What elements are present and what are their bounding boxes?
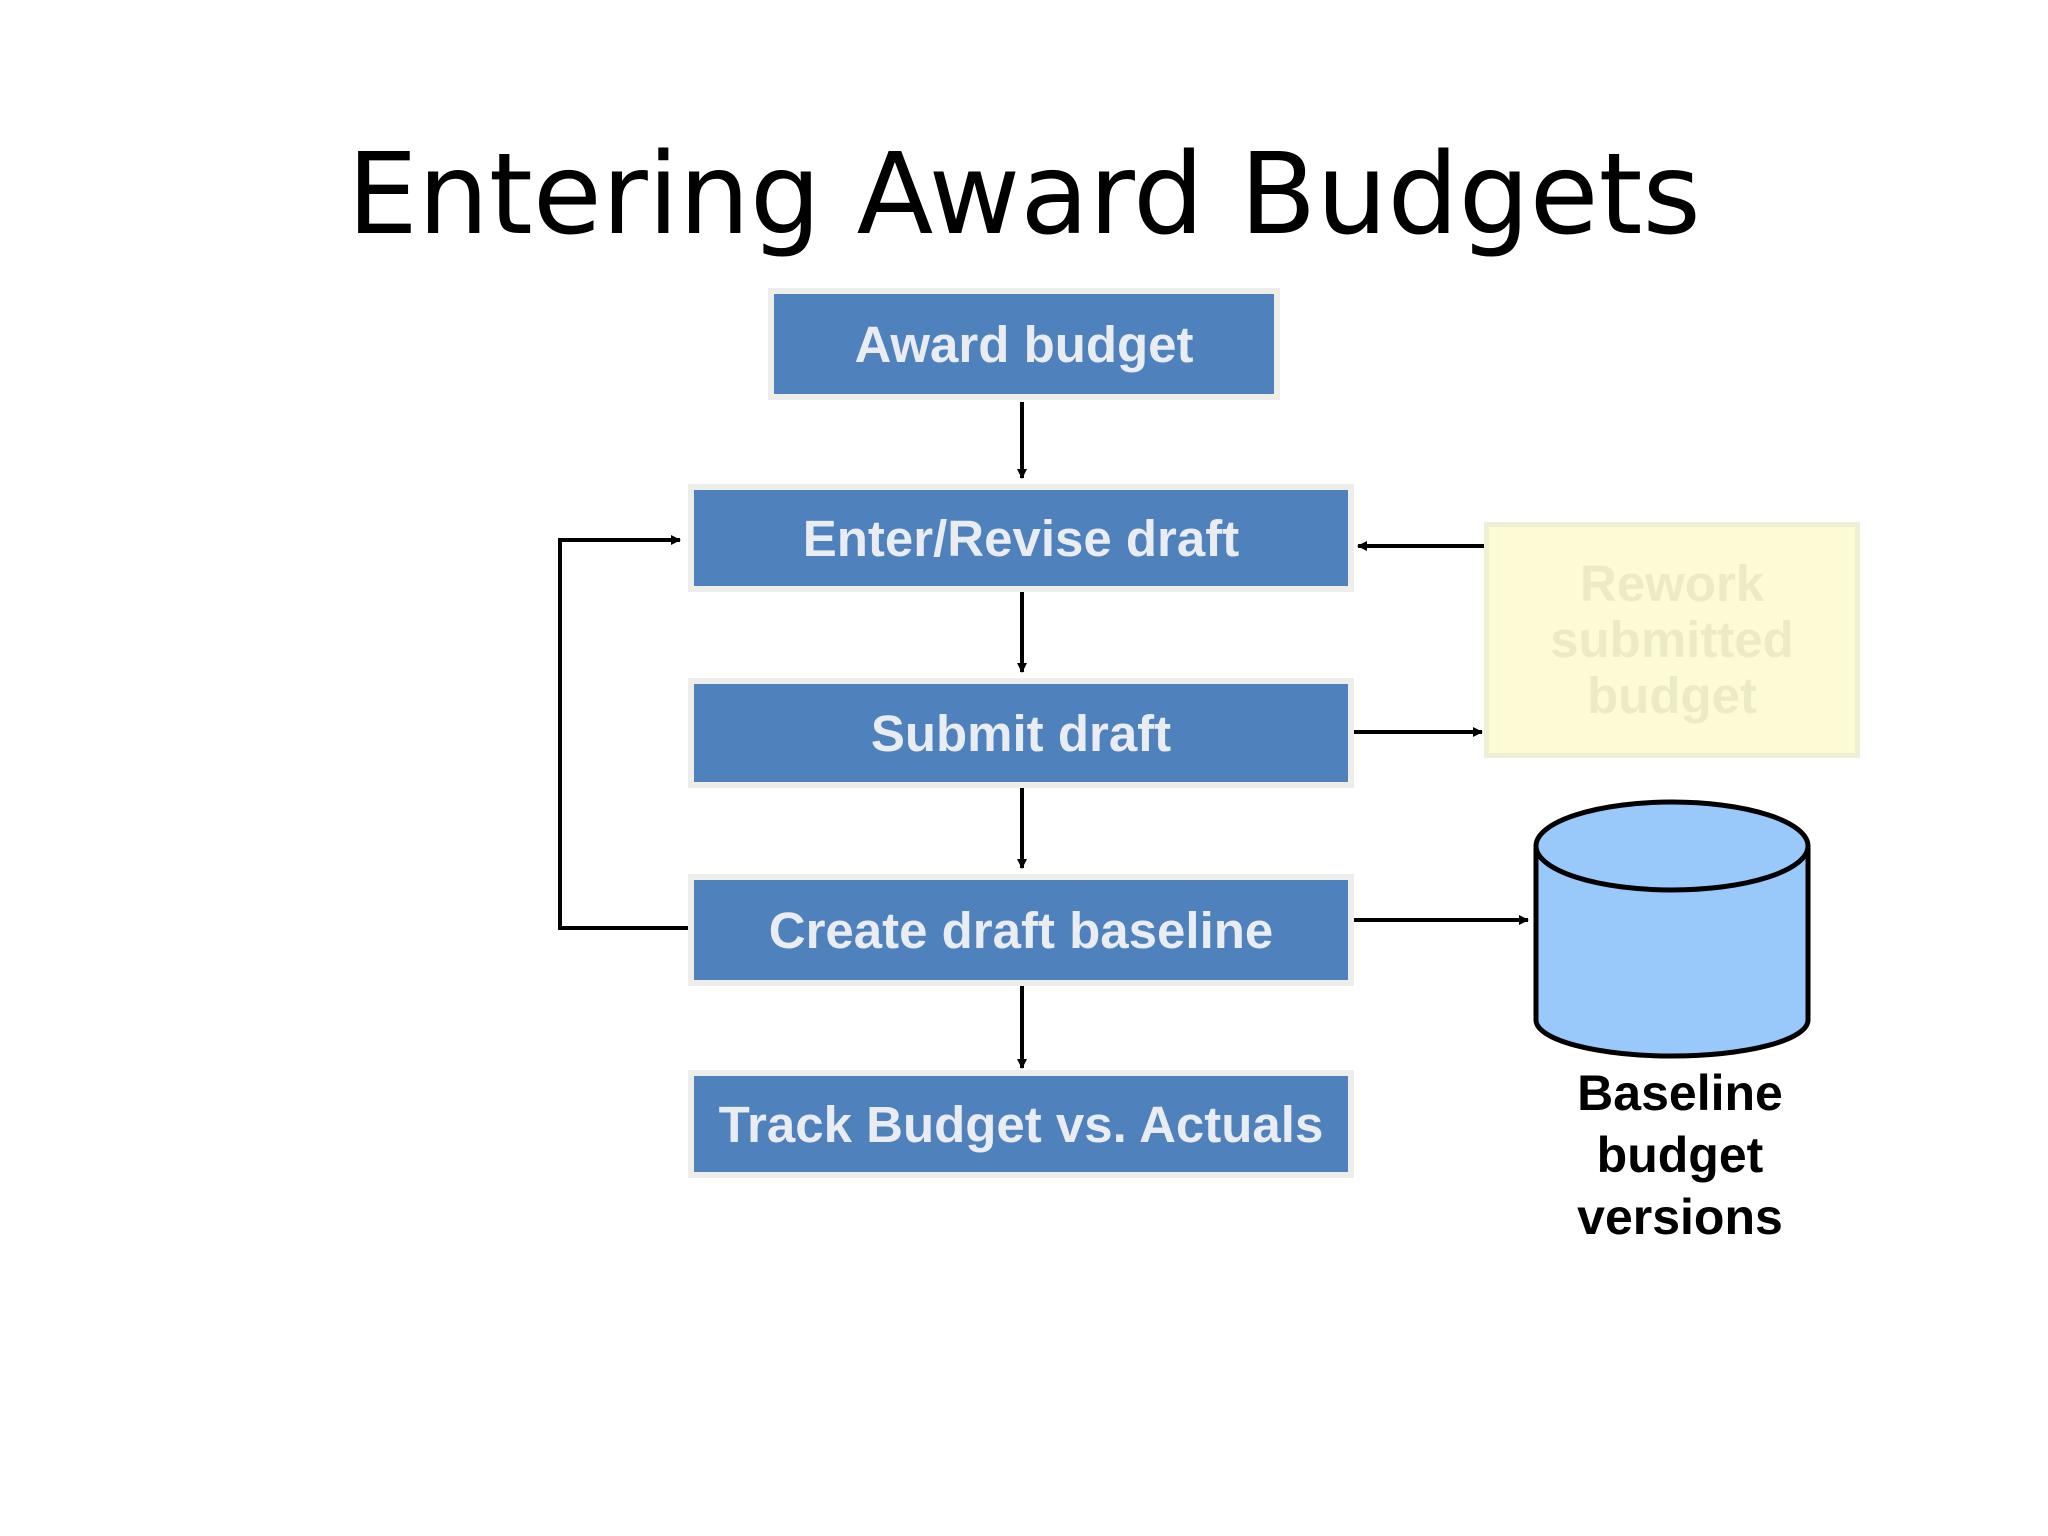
create-draft-baseline-label: Create draft baseline [768,901,1274,959]
award-budget-box: Award budget [768,288,1280,400]
award-budget-label: Award budget [854,315,1194,373]
page-title: Entering Award Budgets [347,130,1701,260]
rework-submitted-budget-box: Rework submitted budget [1484,522,1860,758]
rework-line-1: Rework [1579,555,1765,612]
database-label-line-3: versions [1577,1189,1783,1245]
track-budget-box: Track Budget vs. Actuals [688,1070,1354,1178]
rework-line-2: submitted [1550,611,1794,668]
enter-revise-draft-label: Enter/Revise draft [802,509,1240,567]
enter-revise-draft-box: Enter/Revise draft [688,484,1354,592]
arrow-baseline-loop-to-enter [558,535,688,930]
rework-line-3: budget [1587,667,1757,724]
create-draft-baseline-box: Create draft baseline [688,874,1354,986]
database-label-line-2: budget [1596,1127,1764,1183]
database-cylinder-icon [1533,799,1811,1059]
submit-draft-label: Submit draft [870,704,1172,762]
database-label-line-1: Baseline [1577,1065,1783,1121]
database-label: Baseline budget versions [1530,1062,1830,1248]
submit-draft-box: Submit draft [688,678,1354,788]
track-budget-label: Track Budget vs. Actuals [718,1095,1324,1153]
